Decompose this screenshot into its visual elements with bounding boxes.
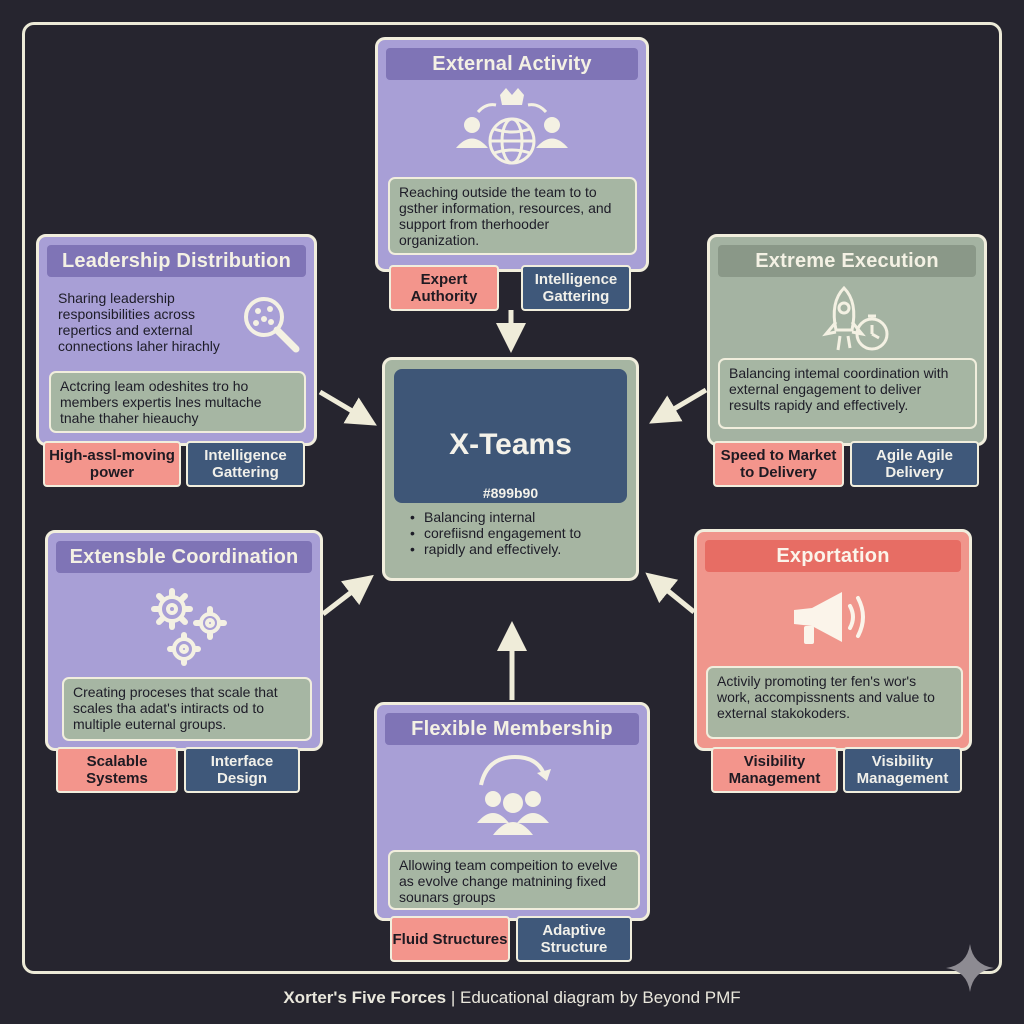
external-activity-title: External Activity [386,48,638,80]
exportation-card: Exportation Activily promoting ter fen's… [694,529,972,751]
x-teams-hex-label: #899b90 [482,485,539,501]
arrow-coordination-to-center [321,574,374,616]
flexible-membership-card: Flexible Membership Allowing team compei… [374,702,650,921]
external-activity-card: External Activity Reaching outside the t… [375,37,649,272]
extensible-coordination-title: Extensble Coordination [56,541,312,573]
tag-speed-to-market: Speed to Market to Delivery [713,441,844,487]
leadership-distribution-description: Actcring leam odeshites tro ho members e… [49,371,306,433]
exportation-description: Activily promoting ter fen's wor's work,… [706,666,963,739]
flexible-membership-title: Flexible Membership [385,713,639,745]
rocket-stopwatch-icon [822,285,889,351]
tag-high-assl-moving-power: High-assl-moving power [43,441,181,487]
globe-people-crown-icon [456,88,568,165]
flexible-membership-description: Allowing team compeition to evelve as ev… [388,850,640,910]
tag-adaptive-structure: Adaptive Structure [516,916,632,962]
extensible-coordination-description: Creating proceses that scale that scales… [62,677,312,741]
x-teams-center-card: X-Teams #899b90 Balancing internal coref… [382,357,639,581]
tag-fluid-structures: Fluid Structures [390,916,510,962]
tag-scalable-systems: Scalable Systems [56,747,178,793]
footer-credit: | Educational diagram by Beyond PMF [446,988,741,1007]
tag-visibility-management-2: Visibility Management [843,747,962,793]
gears-icon [151,588,227,666]
x-teams-bullet: Balancing internal [410,509,625,525]
x-teams-bullet: corefiisnd engagement to [410,525,625,541]
x-teams-bullets: Balancing internal corefiisnd engagement… [410,509,625,557]
leadership-distribution-card: Leadership Distribution Sharing leadersh… [36,234,317,446]
tag-expert-authority: Expert Authority [389,265,499,311]
leadership-distribution-text: Sharing leadership responsibilities acro… [58,290,220,354]
megaphone-icon [794,592,865,644]
footer-title: Xorter's Five Forces [283,988,447,1007]
tag-intelligence-gattering-left: Intelligence Gattering [186,441,305,487]
exportation-title: Exportation [705,540,961,572]
arrow-exportation-to-center [645,572,696,614]
footer-caption: Xorter's Five Forces | Educational diagr… [0,988,1024,1008]
people-cycle-icon [477,754,551,835]
tag-visibility-management-1: Visibility Management [711,747,838,793]
leadership-distribution-title: Leadership Distribution [47,245,306,277]
tag-agile-delivery: Agile Agile Delivery [850,441,979,487]
tag-intelligence-gattering-top: Intelligence Gattering [521,265,631,311]
extreme-execution-card: Extreme Execution Balancing intemal coor… [707,234,987,446]
extreme-execution-title: Extreme Execution [718,245,976,277]
sparkle-icon [946,944,994,992]
x-teams-header [394,369,627,503]
x-teams-bullet: rapidly and effectively. [410,541,625,557]
diagram-frame [22,22,1002,974]
arrow-leadership-to-center [318,389,377,426]
x-teams-title: X-Teams [449,428,572,461]
extensible-coordination-card: Extensble Coordination Creating proceses… [45,530,323,751]
extreme-execution-description: Balancing intemal coordination with exte… [718,358,977,429]
external-activity-description: Reaching outside the team to to gsther i… [388,177,637,255]
tag-interface-design: Interface Design [184,747,300,793]
magnifier-network-icon [244,297,300,353]
arrow-execution-to-center [649,387,708,424]
